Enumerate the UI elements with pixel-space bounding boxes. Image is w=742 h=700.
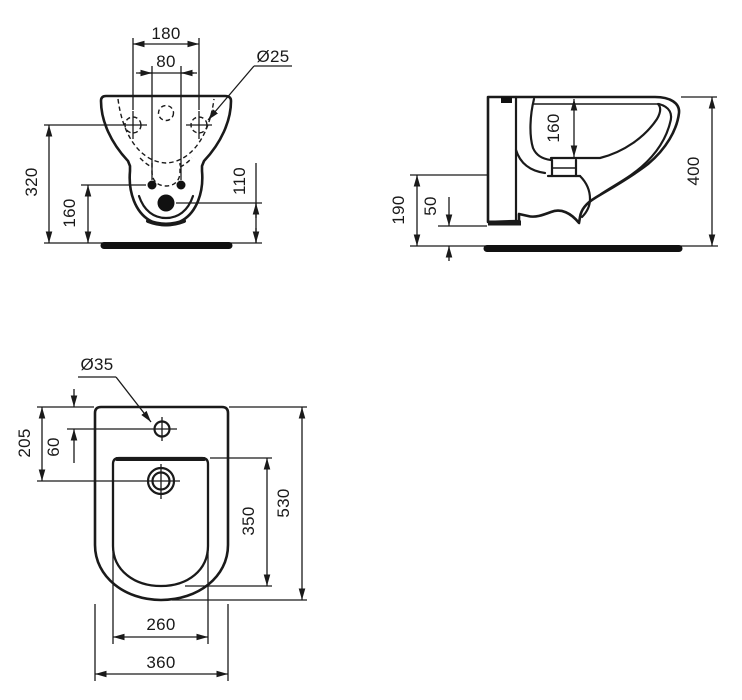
trap-curve — [578, 174, 592, 219]
dim-label-front-dia25: Ø25 — [256, 47, 289, 66]
bowl-underside-line — [514, 148, 547, 175]
basin-hidden-outline — [117, 98, 215, 164]
bowl-back-line — [529, 97, 553, 162]
dim-label-plan-205: 205 — [15, 428, 34, 457]
dim-label-front-80: 80 — [156, 52, 176, 71]
front-inner-line — [599, 102, 673, 196]
dim-label-front-160: 160 — [60, 198, 79, 227]
basin-bottom-line — [549, 102, 662, 160]
dim-label-plan-260: 260 — [146, 615, 175, 634]
leader-line — [207, 65, 255, 121]
hidden-connector-right — [179, 157, 193, 168]
front-outline — [99, 94, 233, 227]
dim-label-plan-530: 530 — [274, 488, 293, 517]
dim-label-side-400: 400 — [684, 156, 703, 185]
plan-outline — [93, 405, 230, 602]
plan-view: Ø35 205 60 350 530 260 360 — [15, 355, 307, 681]
dim-label-plan-60: 60 — [44, 437, 63, 457]
dim-label-plan-350: 350 — [239, 506, 258, 535]
dim-label-front-180: 180 — [151, 24, 180, 43]
dim-label-side-190: 190 — [389, 195, 408, 224]
side-outline — [486, 95, 681, 225]
front-bowl-bottom-rim — [146, 219, 186, 227]
front-view: 180 80 Ø25 320 160 110 — [22, 24, 292, 249]
fixing-point-right — [176, 180, 186, 190]
sump-hidden-outline — [151, 163, 181, 187]
fixing-point-left — [147, 180, 157, 190]
fixing-notch — [501, 97, 512, 103]
dim-label-front-320: 320 — [22, 167, 41, 196]
front-bowl-inner-line — [137, 194, 195, 220]
tap-hole-hidden — [157, 104, 175, 122]
drain-point — [157, 194, 175, 212]
side-view: 160 400 190 50 — [389, 95, 718, 261]
dim-label-plan-dia35: Ø35 — [80, 355, 113, 374]
dim-label-front-110: 110 — [230, 167, 249, 195]
hidden-connector-left — [139, 157, 153, 168]
dim-label-side-160: 160 — [544, 113, 563, 142]
dim-label-side-50: 50 — [421, 196, 440, 216]
dim-label-plan-360: 360 — [146, 653, 175, 672]
leader-line — [115, 376, 152, 423]
